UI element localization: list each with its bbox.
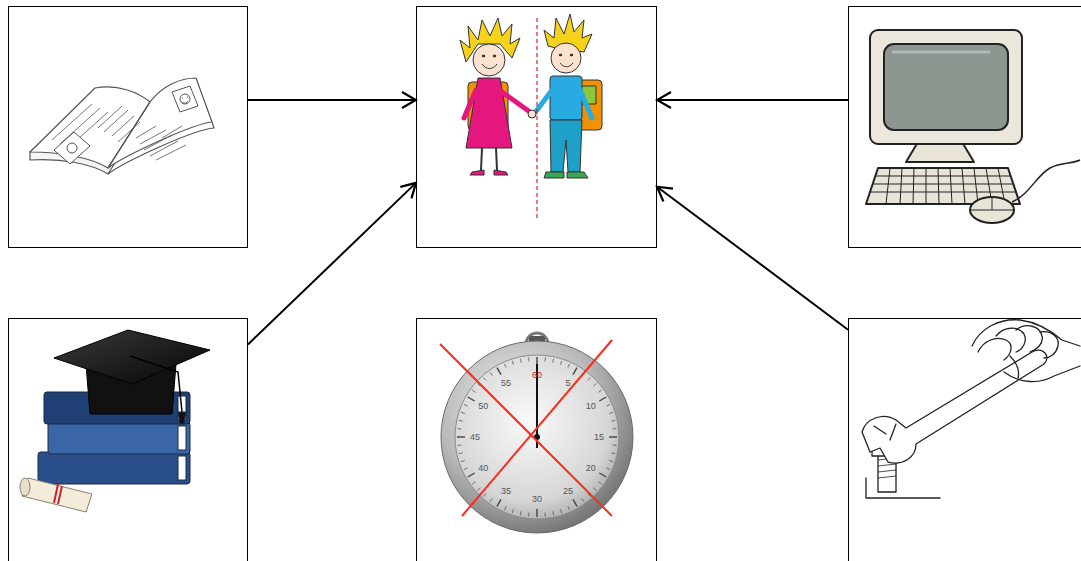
dial-tick xyxy=(593,488,596,491)
dial-tick xyxy=(504,364,506,368)
dial-tick xyxy=(520,511,522,515)
dial-tick xyxy=(599,397,606,401)
dial-tick xyxy=(598,390,601,392)
dial-number: 25 xyxy=(563,486,573,496)
dial-tick xyxy=(609,436,617,437)
dial-tick xyxy=(459,452,463,454)
dial-number: 60 xyxy=(532,370,542,380)
dial-tick xyxy=(472,482,475,484)
dial-tick xyxy=(461,460,465,461)
dial-tick xyxy=(599,473,606,477)
dial-number: 35 xyxy=(501,486,511,496)
graduation-illustration xyxy=(20,330,210,512)
dial-tick xyxy=(497,368,501,375)
dial-tick xyxy=(573,499,577,506)
dial-number: 30 xyxy=(532,494,542,504)
symmetry-line xyxy=(536,18,537,218)
dial-tick xyxy=(609,460,613,461)
dial-tick xyxy=(472,390,475,392)
dial-tick xyxy=(568,506,570,510)
dial-tick xyxy=(468,397,475,401)
dial-tick xyxy=(468,473,475,477)
dial-tick xyxy=(552,511,554,515)
dial-tick xyxy=(568,364,570,368)
dial-number: 5 xyxy=(565,378,570,388)
dial-tick xyxy=(609,412,613,413)
arrow-connector xyxy=(657,99,848,101)
dial-tick xyxy=(552,359,554,363)
dial-tick xyxy=(512,361,513,365)
dial-number: 50 xyxy=(478,401,488,411)
dial-tick xyxy=(490,498,492,501)
dial-tick xyxy=(464,404,468,406)
dial-tick xyxy=(536,357,537,365)
dial-tick xyxy=(598,482,601,484)
dial-tick xyxy=(457,428,461,429)
dial-tick xyxy=(588,378,591,381)
dial-tick xyxy=(593,383,596,386)
book-sketch xyxy=(30,78,214,174)
arrow-connector xyxy=(248,99,416,101)
dial-tick xyxy=(613,444,617,445)
dial-number: 55 xyxy=(501,378,511,388)
dial-tick xyxy=(536,509,537,517)
computer-illustration xyxy=(866,30,1080,223)
dial-tick xyxy=(611,420,615,422)
dial-tick xyxy=(478,488,481,491)
dial-number: 45 xyxy=(470,432,480,442)
dial-tick xyxy=(504,506,506,510)
dial-tick xyxy=(490,372,492,375)
wrench-illustration xyxy=(862,320,1080,498)
dial-tick xyxy=(544,513,545,517)
dial-tick xyxy=(611,452,615,454)
dial-number: 15 xyxy=(594,432,604,442)
dial-tick xyxy=(512,509,513,513)
dial-tick xyxy=(544,357,545,361)
dial-tick xyxy=(560,361,561,365)
dial-tick xyxy=(582,498,584,501)
dial-tick xyxy=(457,436,465,437)
dial-tick xyxy=(483,378,486,381)
dial-number: 20 xyxy=(586,463,596,473)
dial-tick xyxy=(464,468,468,470)
dial-tick xyxy=(613,428,617,429)
dial-number: 10 xyxy=(586,401,596,411)
dial-tick xyxy=(459,420,463,422)
arrow-connector xyxy=(248,183,416,345)
dial-tick xyxy=(560,509,561,513)
dial-tick xyxy=(573,368,577,375)
arrow-connector xyxy=(657,187,848,330)
dial-tick xyxy=(497,499,501,506)
children-illustration xyxy=(460,14,602,178)
dial-tick xyxy=(606,468,610,470)
dial-tick xyxy=(528,357,529,361)
dial-tick xyxy=(483,493,486,496)
dial-tick xyxy=(457,444,461,445)
dial-tick xyxy=(606,404,610,406)
dial-tick xyxy=(461,412,465,413)
stopwatch-illustration xyxy=(441,333,633,533)
dial-tick xyxy=(520,359,522,363)
dial-tick xyxy=(528,513,529,517)
cross-mark xyxy=(440,340,612,516)
dial-number: 40 xyxy=(478,463,488,473)
